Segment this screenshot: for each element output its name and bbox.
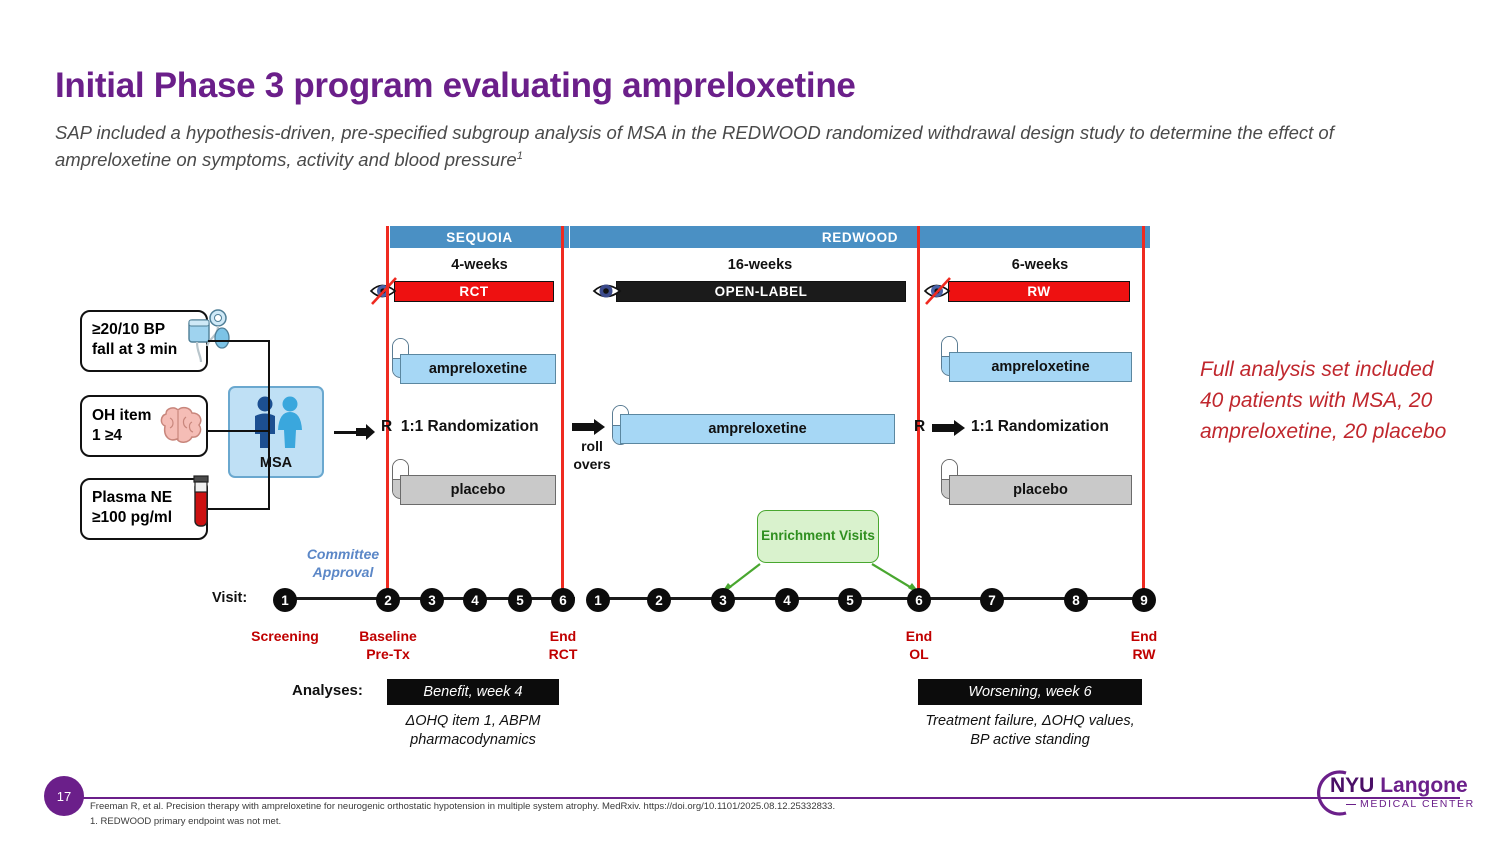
logo-nyu: NYU <box>1330 774 1375 797</box>
redline-baseline <box>386 226 390 593</box>
visit-node[interactable]: 2 <box>647 588 671 612</box>
phase-bar-sequoia: SEQUOIA <box>390 226 569 248</box>
connector-oh <box>208 430 270 432</box>
randomization-1: R 1:1 Randomization <box>381 418 539 436</box>
logo-swoosh-icon <box>1317 770 1347 816</box>
connector-bp-v <box>268 340 270 432</box>
nyu-langone-logo: NYU Langone MEDICAL CENTER <box>1302 770 1475 818</box>
visit-node[interactable]: 9 <box>1132 588 1156 612</box>
connector-bp <box>208 340 270 342</box>
brain-icon <box>160 406 202 443</box>
blood-pressure-cuff-icon <box>188 309 230 363</box>
committee-approval-note: Committee Approval <box>306 546 380 580</box>
visit-node[interactable]: 5 <box>508 588 532 612</box>
arm-openlabel-ampreloxetine: ampreloxetine <box>620 414 895 444</box>
arm-rw-ampreloxetine: ampreloxetine <box>949 352 1132 382</box>
phase-bar-redwood: REDWOOD <box>570 226 1150 248</box>
band-rct: RCT <box>394 281 554 302</box>
msa-label: MSA <box>259 455 293 471</box>
duration-sequoia: 4-weeks <box>451 257 508 273</box>
visit-node[interactable]: 7 <box>980 588 1004 612</box>
milestone-end-rw: End RW <box>1130 628 1158 662</box>
redline-end-rct <box>561 226 565 593</box>
duration-openlabel: 16-weeks <box>727 257 793 273</box>
analysis-caption-benefit: ΔOHQ item 1, ABPM pharmacodynamics <box>405 713 541 748</box>
visit-node[interactable]: 4 <box>775 588 799 612</box>
logo-wordmark: NYU Langone <box>1330 774 1468 798</box>
citation-line-2: 1. REDWOOD primary endpoint was not met. <box>90 815 282 827</box>
patients-icon <box>255 396 302 448</box>
msa-population-box: MSA <box>228 386 324 478</box>
visit-node[interactable]: 8 <box>1064 588 1088 612</box>
milestone-end-ol: End OL <box>905 628 933 662</box>
eye-open-icon <box>592 284 622 298</box>
randomization-1-label: 1:1 Randomization <box>400 418 539 435</box>
timeline-line-2 <box>592 597 1152 600</box>
visit-axis-label: Visit: <box>212 590 248 606</box>
redline-end-rw <box>1142 226 1146 593</box>
criterion-box-bp <box>80 310 208 372</box>
page-number-badge: 17 <box>44 776 84 816</box>
blood-tube-icon <box>193 475 209 527</box>
full-analysis-set-annotation: Full analysis set included 40 patients w… <box>1200 358 1447 443</box>
logo-tagline: MEDICAL CENTER <box>1346 798 1475 810</box>
redline-end-ol <box>917 226 921 593</box>
logo-langone: Langone <box>1380 774 1468 797</box>
enrichment-arrows-icon <box>720 563 921 595</box>
criterion-label-oh: OH item 1 ≥4 <box>92 407 152 444</box>
milestone-end-rct: End RCT <box>548 628 578 662</box>
band-open-label: OPEN-LABEL <box>616 281 906 302</box>
duration-rw: 6-weeks <box>1011 257 1069 273</box>
randomization-1-letter: R <box>381 418 393 435</box>
visit-node[interactable]: 1 <box>586 588 610 612</box>
visit-node[interactable]: 2 <box>376 588 400 612</box>
analysis-box-worsening: Worsening, week 6 <box>918 679 1142 705</box>
arrow-randomization-2-icon <box>932 420 965 436</box>
page-title: Initial Phase 3 program evaluating ampre… <box>55 66 856 105</box>
subtitle-footnote-marker: 1 <box>516 149 523 162</box>
arrow-to-randomization-icon <box>356 424 375 440</box>
connector-ne <box>208 508 270 510</box>
footer-divider <box>60 797 1460 799</box>
analyses-label: Analyses: <box>292 682 363 699</box>
criterion-label-ne: Plasma NE ≥100 pg/ml <box>92 489 173 526</box>
visit-node[interactable]: 4 <box>463 588 487 612</box>
visit-node[interactable]: 6 <box>907 588 931 612</box>
subtitle-text: SAP included a hypothesis-driven, pre-sp… <box>55 122 1334 170</box>
analysis-caption-worsening: Treatment failure, ΔOHQ values, BP activ… <box>925 713 1135 748</box>
randomization-2-letter: R <box>914 418 926 435</box>
page-subtitle: SAP included a hypothesis-driven, pre-sp… <box>55 120 1395 174</box>
visit-node[interactable]: 5 <box>838 588 862 612</box>
criterion-label-bp: ≥20/10 BP fall at 3 min <box>92 321 178 358</box>
visit-node[interactable]: 1 <box>273 588 297 612</box>
footer-citation: Freeman R, et al. Precision therapy with… <box>90 800 1090 829</box>
arrow-rollover-icon <box>572 419 605 435</box>
arm-rct-placebo: placebo <box>400 475 556 505</box>
rollovers-label: roll overs <box>573 438 611 472</box>
connector-ne-v <box>268 432 270 510</box>
milestone-screening: Screening <box>251 628 319 644</box>
randomization-2-label: 1:1 Randomization <box>971 418 1109 435</box>
visit-node[interactable]: 6 <box>551 588 575 612</box>
milestone-baseline: Baseline Pre-Tx <box>359 628 417 662</box>
visit-node[interactable]: 3 <box>711 588 735 612</box>
arm-rct-ampreloxetine: ampreloxetine <box>400 354 556 384</box>
eye-blinded-icon-rw <box>923 277 951 305</box>
visit-node[interactable]: 3 <box>420 588 444 612</box>
band-rw: RW <box>948 281 1130 302</box>
analysis-box-benefit: Benefit, week 4 <box>387 679 559 705</box>
connector-msa-arrow-line <box>334 431 362 434</box>
enrichment-visits-box: Enrichment Visits <box>757 510 879 563</box>
citation-line-1: Freeman R, et al. Precision therapy with… <box>90 801 836 812</box>
arm-rw-placebo: placebo <box>949 475 1132 505</box>
